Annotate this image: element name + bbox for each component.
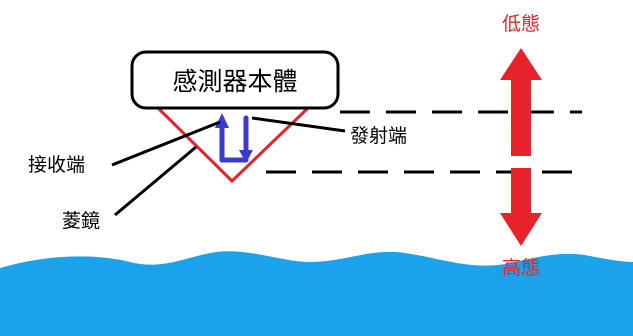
low-state-label: 低態 xyxy=(502,13,540,35)
light-beam-path xyxy=(219,115,249,163)
beam-arrow-up-icon xyxy=(215,113,229,128)
prism-leader-line xyxy=(114,145,197,217)
prism-triangle xyxy=(154,106,312,184)
receiver-label: 接收端 xyxy=(28,154,85,176)
receiver-leader-line xyxy=(111,120,221,167)
sensor-body-label: 感測器本體 xyxy=(172,67,297,96)
high-state-label: 高態 xyxy=(502,257,540,279)
beam-arrow-down-icon xyxy=(239,150,253,163)
sensor-body-box xyxy=(130,50,340,110)
transmitter-label: 發射端 xyxy=(350,125,407,147)
low-state-arrow-icon xyxy=(500,48,542,156)
prism-label: 菱鏡 xyxy=(62,210,100,232)
water-surface xyxy=(0,251,633,336)
high-state-arrow-icon xyxy=(500,168,542,246)
transmitter-leader-line xyxy=(251,116,346,133)
